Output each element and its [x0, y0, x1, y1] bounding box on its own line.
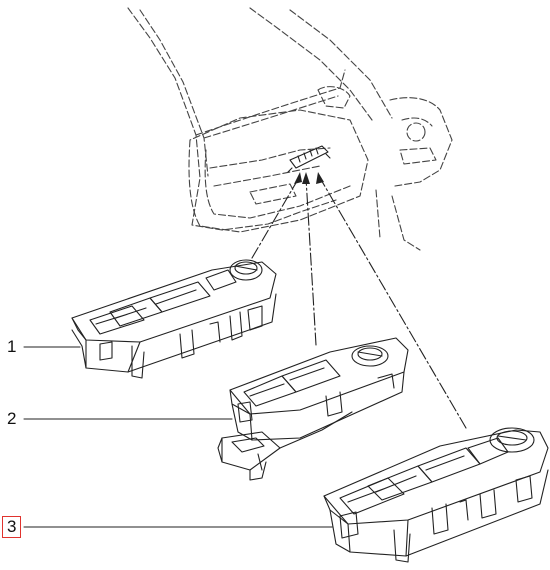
window-switch-part-2 — [217, 337, 409, 481]
window-switch-part-3 — [323, 427, 549, 563]
leader-to-part-2 — [305, 177, 317, 346]
leader-lines — [251, 175, 467, 429]
callout-label-1: 1 — [7, 337, 17, 356]
door-switch-location — [287, 145, 331, 173]
arrowheads — [294, 172, 324, 184]
car-door-illustration — [127, 7, 453, 251]
leader-to-part-1 — [251, 175, 301, 259]
leader-to-part-3 — [319, 177, 467, 429]
callout-label-2: 2 — [7, 409, 17, 428]
window-switch-part-1 — [71, 259, 277, 379]
callout-label-3-highlighted[interactable]: 3 — [2, 516, 22, 538]
callout-lines — [23, 346, 333, 528]
